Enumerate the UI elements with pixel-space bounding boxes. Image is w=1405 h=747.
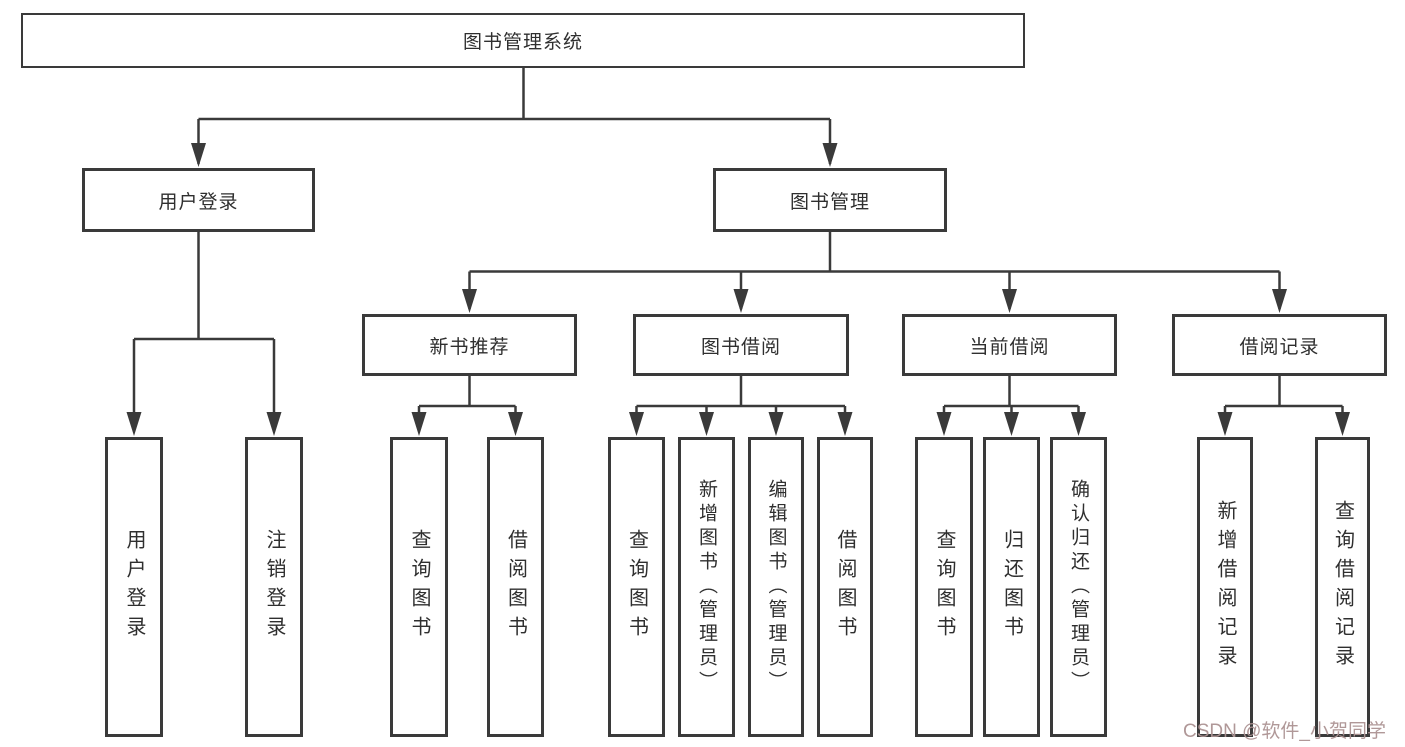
leaf-query-borrow-record: 查询借阅记录 [1315, 437, 1370, 737]
node-new-book-recommend-label: 新书推荐 [429, 336, 510, 358]
node-new-book-recommend: 新书推荐 [362, 314, 577, 376]
leaf-recommend-query-books-label: 查询图书 [408, 529, 430, 645]
node-user-login-label: 用户登录 [158, 191, 239, 213]
leaf-current-query-books-label: 查询图书 [933, 529, 955, 645]
node-borrow-records: 借阅记录 [1172, 314, 1387, 376]
node-book-management: 图书管理 [713, 168, 947, 232]
node-root: 图书管理系统 [21, 13, 1025, 68]
leaf-logout-label: 注销登录 [263, 529, 285, 645]
arrowheads [126, 143, 1350, 436]
leaf-query-borrow-record-label: 查询借阅记录 [1331, 500, 1354, 674]
leaf-return-books-label: 归还图书 [1000, 529, 1023, 645]
leaf-borrow-query-books: 查询图书 [608, 437, 665, 737]
node-current-borrow-label: 当前借阅 [969, 336, 1050, 358]
node-book-borrow: 图书借阅 [633, 314, 849, 376]
leaf-edit-books-admin: 编辑图书（管理员） [748, 437, 804, 737]
node-borrow-records-label: 借阅记录 [1239, 336, 1320, 358]
leaf-recommend-borrow-books: 借阅图书 [487, 437, 544, 737]
leaf-confirm-return-admin-label: 确认归还（管理员） [1068, 479, 1089, 695]
leaf-add-books-admin-label: 新增图书（管理员） [696, 479, 717, 695]
csdn-watermark: CSDN @软件_小贺同学 [1183, 721, 1386, 742]
leaf-user-login-label: 用户登录 [123, 529, 145, 645]
leaf-recommend-query-books: 查询图书 [390, 437, 448, 737]
leaf-borrow-borrow-books-label: 借阅图书 [834, 529, 856, 645]
node-book-management-label: 图书管理 [789, 191, 870, 213]
leaf-borrow-query-books-label: 查询图书 [625, 529, 648, 645]
leaf-add-borrow-record: 新增借阅记录 [1197, 437, 1253, 737]
node-book-borrow-label: 图书借阅 [700, 336, 781, 358]
leaf-logout: 注销登录 [245, 437, 303, 737]
leaf-recommend-borrow-books-label: 借阅图书 [504, 529, 527, 645]
leaf-add-borrow-record-label: 新增借阅记录 [1214, 500, 1236, 674]
leaf-add-books-admin: 新增图书（管理员） [678, 437, 735, 737]
leaf-current-query-books: 查询图书 [915, 437, 973, 737]
leaf-return-books: 归还图书 [983, 437, 1040, 737]
leaf-confirm-return-admin: 确认归还（管理员） [1050, 437, 1107, 737]
leaf-user-login: 用户登录 [105, 437, 163, 737]
node-user-login: 用户登录 [82, 168, 315, 232]
node-root-label: 图书管理系统 [462, 32, 583, 53]
leaf-edit-books-admin-label: 编辑图书（管理员） [765, 479, 787, 695]
leaf-borrow-borrow-books: 借阅图书 [817, 437, 873, 737]
node-current-borrow: 当前借阅 [902, 314, 1117, 376]
